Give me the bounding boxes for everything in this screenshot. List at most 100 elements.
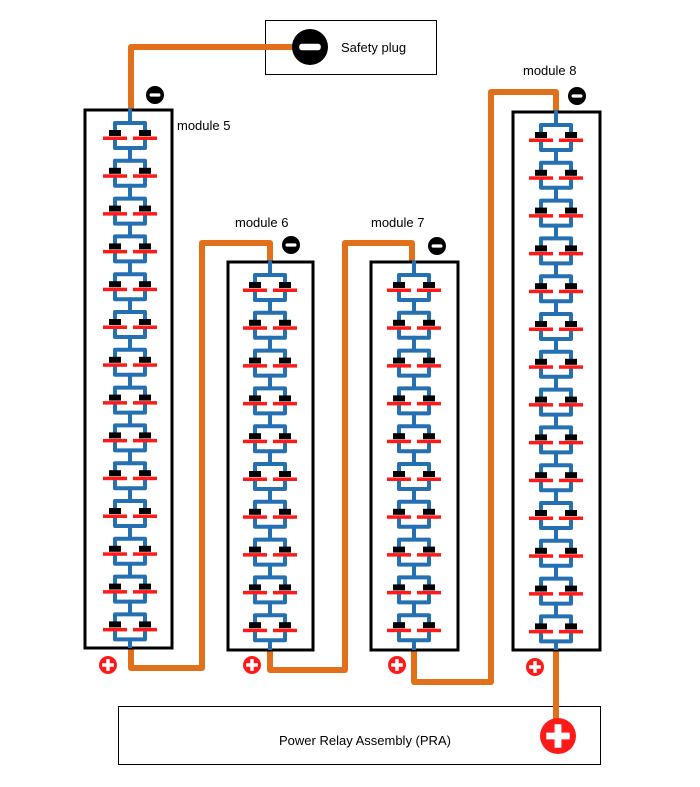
cell-cap: [249, 584, 261, 591]
cell-link: [539, 450, 573, 493]
cell-link: [539, 563, 573, 606]
cell-plate: [133, 476, 157, 481]
cell-link: [113, 297, 147, 339]
cell-pair: [387, 600, 441, 650]
cell-plate: [529, 516, 553, 520]
cell-cap: [109, 319, 121, 325]
cell-plate: [417, 401, 441, 406]
cell-link: [253, 487, 287, 529]
cell-plate: [559, 403, 583, 407]
module-5-plus-icon: [99, 656, 117, 674]
cell-plate: [529, 138, 553, 142]
cell-cap: [535, 321, 547, 327]
cell-pair: [103, 259, 157, 302]
cell-cap: [109, 243, 121, 250]
cell-cap: [393, 546, 405, 553]
cell-link: [253, 411, 287, 454]
cell-pair: [103, 410, 157, 453]
cell-plate: [417, 288, 441, 292]
cell-plate: [133, 249, 157, 254]
cell-plate: [273, 477, 297, 481]
cell-cap: [565, 396, 577, 403]
cell-link: [539, 299, 573, 341]
cell-cap: [535, 510, 547, 516]
cell-plate: [243, 590, 267, 595]
cell-cap: [565, 623, 577, 630]
cell-cap: [423, 395, 435, 402]
cell-cap: [139, 470, 151, 477]
cell-link: [539, 337, 573, 379]
module-7: [369, 260, 460, 652]
module-5-minus-icon: [146, 86, 164, 104]
cell-link: [539, 374, 573, 417]
cell-plate: [103, 212, 127, 216]
pra-plus-icon: [540, 718, 576, 754]
cell-cap: [249, 471, 261, 477]
cell-plate: [559, 251, 583, 256]
plus-cross: [246, 659, 258, 671]
cell-pair: [387, 373, 441, 416]
cell-cap: [535, 245, 547, 252]
pra-label: Power Relay Assembly (PRA): [279, 733, 451, 748]
cell-pair: [387, 487, 441, 529]
cell-plate: [529, 629, 553, 634]
cell-cap: [565, 245, 577, 252]
cell-cap: [423, 546, 435, 553]
cell-cap: [109, 583, 121, 590]
module-7-label: module 7: [371, 215, 425, 230]
cell-cap: [535, 283, 547, 290]
cell-link: [113, 486, 147, 528]
cell-plate: [133, 287, 157, 292]
cell-cap: [109, 167, 121, 174]
cell-plate: [273, 439, 297, 444]
cell-link: [539, 110, 573, 152]
cell-plate: [559, 592, 583, 596]
minus-bar: [299, 43, 321, 51]
cell-cap: [565, 321, 577, 327]
cell-plate: [243, 553, 267, 557]
cell-pair: [529, 374, 583, 417]
cell-link: [113, 599, 147, 642]
minus-bar: [571, 94, 583, 98]
cell-plate: [243, 401, 267, 406]
cell-link: [253, 449, 287, 491]
cell-pair: [387, 411, 441, 454]
cell-plate: [133, 325, 157, 329]
cell-pair: [529, 337, 583, 379]
cell-cap: [535, 585, 547, 592]
cell-plate: [133, 552, 157, 556]
cell-cap: [423, 622, 435, 629]
cell-link: [113, 410, 147, 453]
cell-plate: [559, 138, 583, 142]
plus-cross: [529, 661, 541, 673]
cell-cap: [535, 207, 547, 214]
cell-pair: [103, 599, 157, 648]
cell-link: [253, 373, 287, 416]
cell-link: [539, 412, 573, 455]
cell-pair: [529, 299, 583, 341]
cell-plate: [103, 401, 127, 405]
cell-cap: [423, 282, 435, 288]
cell-plate: [273, 628, 297, 633]
cell-plate: [273, 326, 297, 330]
cell-cap: [393, 319, 405, 326]
module-8: [511, 110, 602, 652]
cell-link: [113, 183, 147, 226]
cell-cap: [423, 357, 435, 364]
cell-cap: [279, 584, 291, 591]
cell-pair: [387, 298, 441, 340]
cell-plate: [529, 251, 553, 256]
cell-pair: [387, 449, 441, 491]
cell-link: [397, 373, 431, 416]
cell-pair: [387, 260, 441, 302]
cell-plate: [417, 628, 441, 633]
cell-plate: [273, 401, 297, 406]
wire-segment-2: [267, 240, 415, 673]
cell-cap: [109, 205, 121, 212]
cell-cap: [279, 546, 291, 553]
cell-cap: [393, 395, 405, 402]
cell-plate: [529, 289, 553, 294]
cell-pair: [103, 335, 157, 377]
cell-plate: [387, 288, 411, 292]
